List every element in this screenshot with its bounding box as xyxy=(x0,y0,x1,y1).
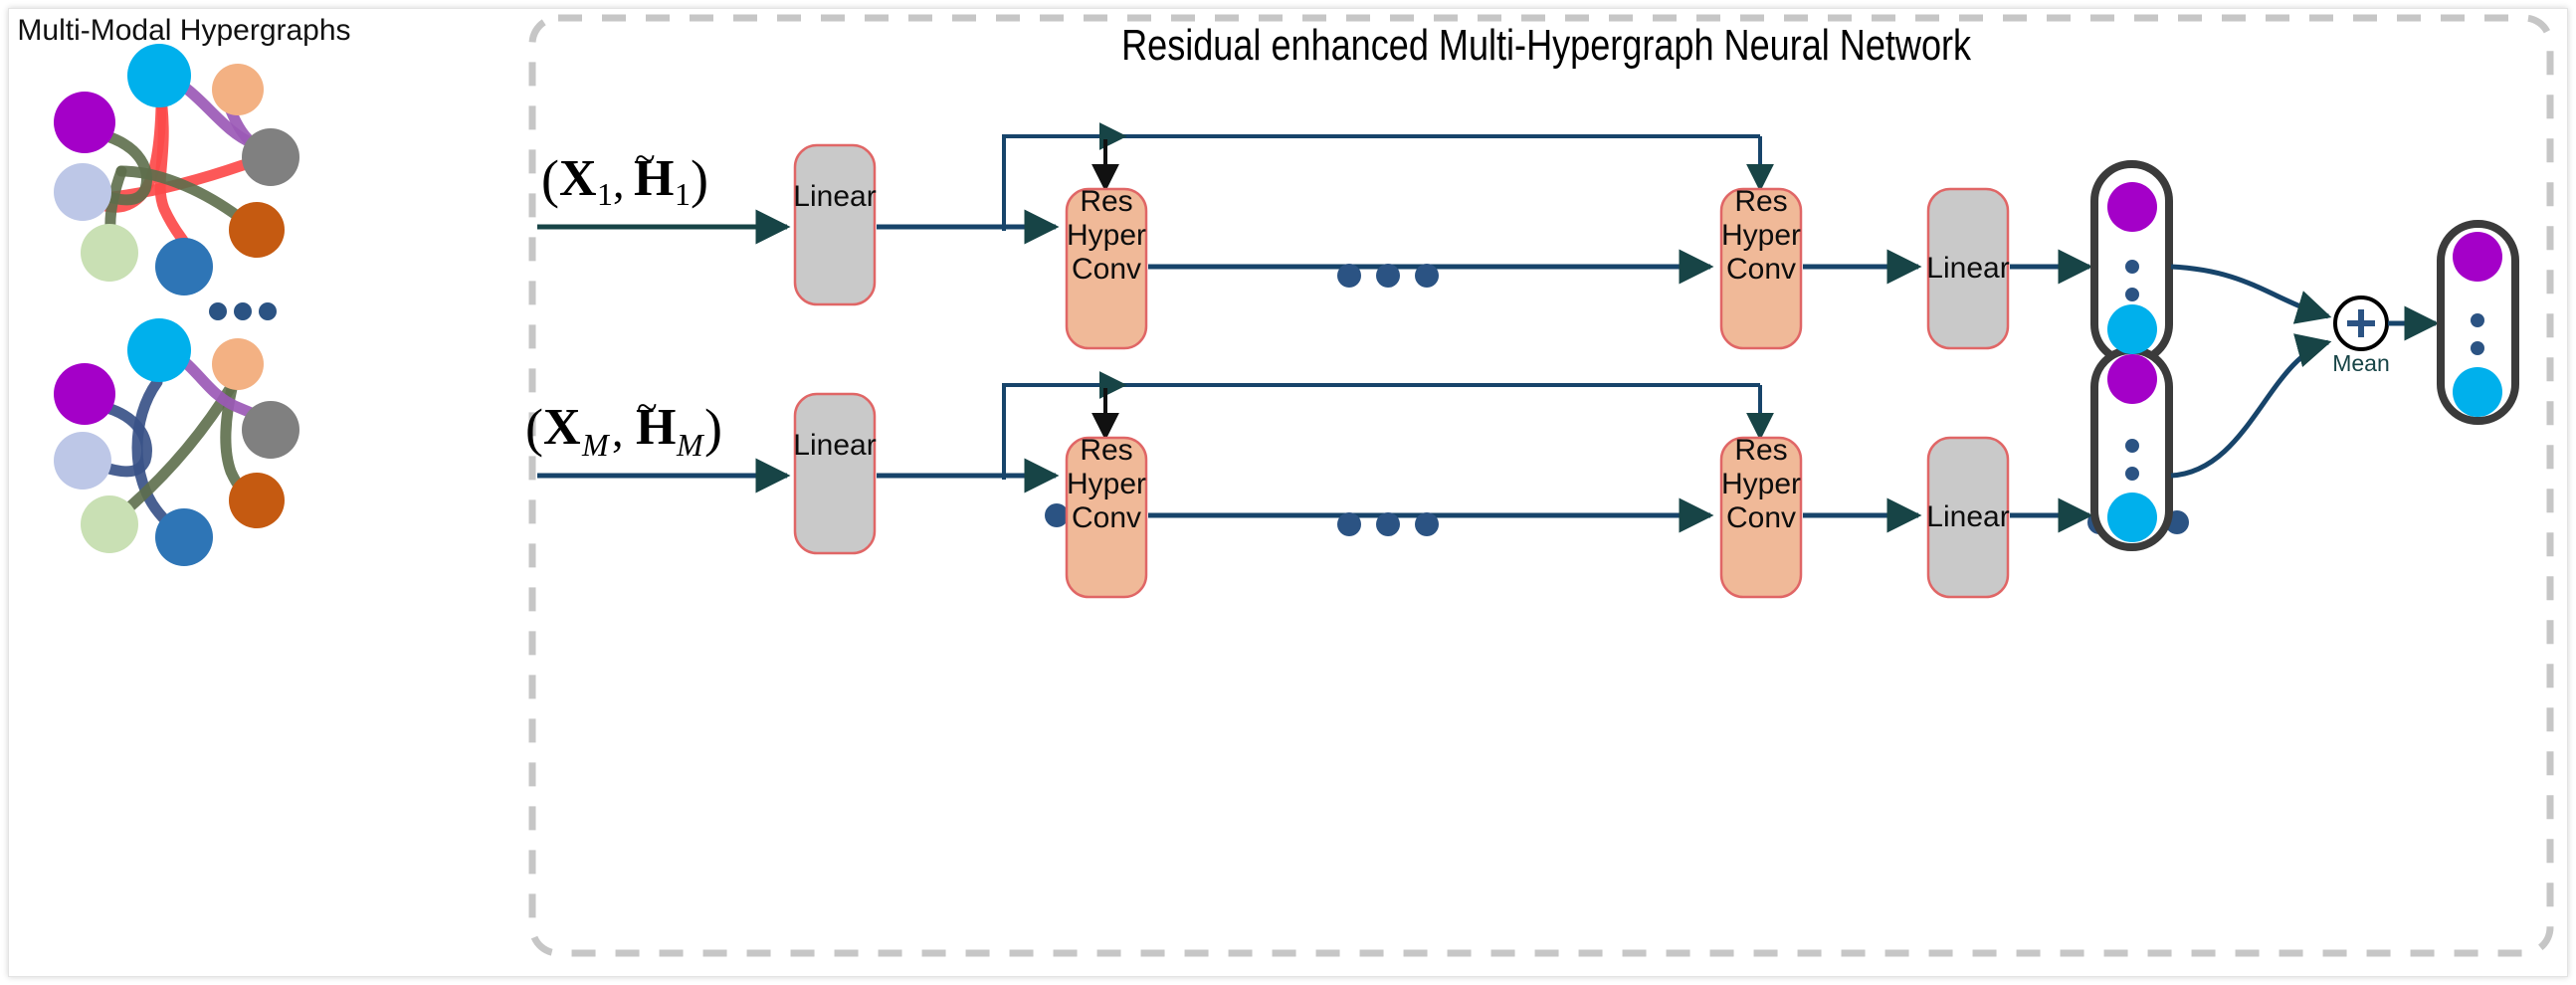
block-label-line1: Res xyxy=(1734,185,1787,218)
svg-text:,: , xyxy=(612,405,624,456)
block-label-line2: Hyper xyxy=(1721,219,1801,252)
block-linear-rowM-last[interactable]: Linear xyxy=(1926,436,2010,599)
svg-text:H: H xyxy=(634,150,674,207)
vector-node-purple xyxy=(2453,232,2502,282)
svg-text:H: H xyxy=(636,399,676,456)
svg-text:M: M xyxy=(676,427,705,463)
mean-label: Mean xyxy=(2332,350,2390,376)
graph-node-gray xyxy=(242,401,299,459)
curve-vector1-to-mean xyxy=(2170,264,2332,324)
svg-text:): ) xyxy=(691,149,708,209)
block-reshyperconv-rowM-last[interactable]: Res Hyper Conv xyxy=(1719,434,1803,599)
model-container-border xyxy=(528,14,2554,957)
input-label-row1: ( X 1 , ~ H 1 ) xyxy=(541,138,708,212)
hyperedge-olive-c xyxy=(115,165,245,223)
vector-node-cyan-rowM xyxy=(2107,492,2157,542)
hyperedge-red-b xyxy=(154,101,191,250)
block-label-line3: Conv xyxy=(1726,253,1796,286)
block-label-line2: Hyper xyxy=(1067,219,1146,252)
graph-node-lightgreen xyxy=(81,495,138,553)
block-label-line3: Conv xyxy=(1726,501,1796,534)
block-linear-rowM-first[interactable]: Linear xyxy=(793,392,877,555)
block-label-line1: Res xyxy=(1734,434,1787,467)
svg-text:,: , xyxy=(613,156,625,207)
input-label-rowM: ( X M , ~ H M ) xyxy=(525,387,722,463)
pipeline-ellipsis-rowM xyxy=(1337,512,1439,536)
output-vector-final xyxy=(2437,220,2519,425)
graph-node-blue xyxy=(155,508,213,566)
graph-node-peach xyxy=(212,338,264,390)
block-label-line2: Hyper xyxy=(1067,468,1146,500)
main-title: Residual enhanced Multi-Hypergraph Neura… xyxy=(1121,21,1972,70)
pipeline-row-1: ( X 1 , ~ H 1 ) Linear xyxy=(537,122,2173,365)
block-label-line1: Res xyxy=(1080,434,1132,467)
graph-node-purple xyxy=(54,92,115,153)
graph-node-lightgreen xyxy=(81,224,138,282)
svg-text:): ) xyxy=(704,398,722,458)
graph-node-gray xyxy=(242,128,299,186)
vector-dot xyxy=(2125,260,2139,274)
vector-node-purple xyxy=(2107,354,2157,404)
pipeline-ellipsis-row1 xyxy=(1337,264,1439,288)
vector-node-purple xyxy=(2107,182,2157,232)
block-label: Linear xyxy=(1926,252,2009,285)
svg-text:X: X xyxy=(543,399,581,456)
svg-text:~: ~ xyxy=(635,138,656,180)
block-label: Linear xyxy=(793,180,876,213)
graph-node-cyan xyxy=(127,318,191,382)
vector-dot xyxy=(2471,341,2484,355)
output-vector-rowM xyxy=(2090,346,2173,551)
hyperedge-navy-a xyxy=(84,402,152,478)
block-label: Linear xyxy=(1926,500,2009,533)
block-linear-row1-first[interactable]: Linear xyxy=(793,143,877,306)
graph-node-cyan xyxy=(127,44,191,107)
vector-node-cyan xyxy=(2453,367,2502,417)
block-label-line2: Hyper xyxy=(1721,468,1801,500)
block-label-line3: Conv xyxy=(1072,253,1141,286)
vector-dot xyxy=(2125,439,2139,453)
block-label-line1: Res xyxy=(1080,185,1132,218)
block-label: Linear xyxy=(793,429,876,462)
vector-dot xyxy=(2125,288,2139,301)
hypergraph-1 xyxy=(54,44,299,296)
graph-node-peach xyxy=(212,64,264,115)
curve-vectorM-to-mean xyxy=(2170,333,2332,479)
block-reshyperconv-rowM-first[interactable]: Res Hyper Conv xyxy=(1065,434,1148,599)
svg-text:(: ( xyxy=(525,398,543,458)
left-panel-title: Multi-Modal Hypergraphs xyxy=(17,14,350,47)
vector-dot xyxy=(2471,313,2484,327)
svg-text:X: X xyxy=(559,150,597,207)
hypergraph-M xyxy=(54,318,299,566)
block-reshyperconv-row1-first[interactable]: Res Hyper Conv xyxy=(1065,185,1148,350)
svg-text:1: 1 xyxy=(675,176,691,212)
block-reshyperconv-row1-last[interactable]: Res Hyper Conv xyxy=(1719,185,1803,350)
graph-node-lavender xyxy=(54,432,111,490)
block-linear-row1-last[interactable]: Linear xyxy=(1926,187,2010,350)
hypergraph-ellipsis xyxy=(209,302,277,320)
block-label-line3: Conv xyxy=(1072,501,1141,534)
vector-dot xyxy=(2125,467,2139,481)
pipeline-row-M: ( X M , ~ H M ) Linear Res xyxy=(525,346,2173,599)
graph-node-orange xyxy=(229,473,285,528)
svg-text:1: 1 xyxy=(597,176,613,212)
graph-node-blue xyxy=(155,238,213,296)
graph-node-orange xyxy=(229,202,285,258)
svg-text:~: ~ xyxy=(637,387,658,429)
graph-node-purple xyxy=(54,363,115,425)
graph-node-lavender xyxy=(54,163,111,221)
svg-text:(: ( xyxy=(541,149,559,209)
mean-node[interactable]: Mean xyxy=(2332,296,2390,376)
vector-node-cyan-row1 xyxy=(2107,304,2157,354)
svg-text:M: M xyxy=(581,427,611,463)
